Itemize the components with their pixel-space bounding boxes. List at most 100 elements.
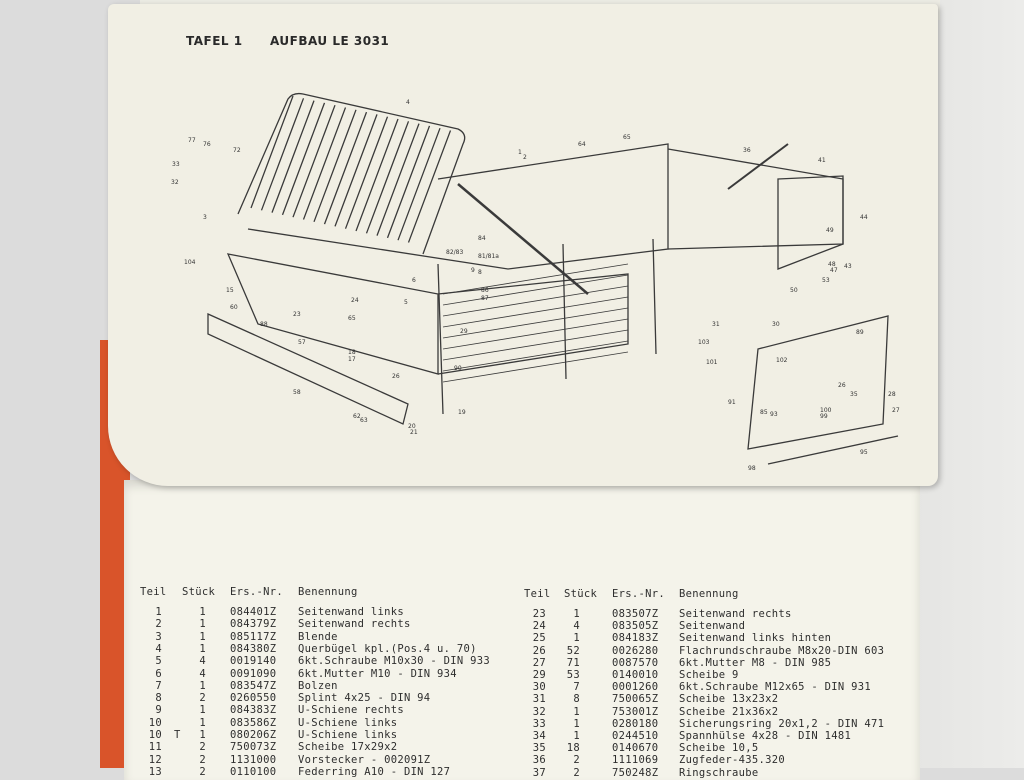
cell-teil: 11 <box>148 741 162 754</box>
rack-bar <box>344 116 389 229</box>
part-callout: 60 <box>230 304 238 311</box>
cell-teil: 23 <box>532 608 546 620</box>
cell-teil: 9 <box>155 704 162 717</box>
part-callout: 3 <box>203 214 207 221</box>
cell-stueck: 1 <box>199 704 206 717</box>
cell-stueck: 7 <box>573 681 580 694</box>
cell-benennung: Seitenwand rechts <box>298 618 411 631</box>
part-callout: 26 <box>392 373 400 380</box>
cell-ersatzteilnummer: 0140670 <box>612 742 659 755</box>
cell-ersatzteilnummer: 084379Z <box>230 618 277 631</box>
part-callout: 84 <box>478 235 486 242</box>
cell-ersatzteilnummer: 083547Z <box>230 679 277 692</box>
cell-ersatzteilnummer: 0026280 <box>612 644 659 657</box>
cell-stueck: 2 <box>573 754 580 767</box>
rod <box>767 435 899 465</box>
cell-teil: 2 <box>155 618 162 631</box>
part-callout: 86 <box>481 287 489 294</box>
cell-ersatzteilnummer: 0260550 <box>230 692 277 705</box>
side-wall-center <box>437 273 629 375</box>
cell-stueck: 2 <box>199 741 206 754</box>
wall-slat <box>442 329 629 361</box>
cell-stueck: 4 <box>199 655 206 668</box>
rack-bar <box>334 114 378 227</box>
part-callout: 2 <box>523 154 527 161</box>
cell-teil: 5 <box>155 655 162 668</box>
cell-variant-mark: T <box>174 729 181 741</box>
rack-bar <box>323 111 368 225</box>
wall-slat <box>442 263 629 295</box>
header-stueck: Stück <box>564 588 598 600</box>
part-callout: 48 <box>828 261 836 268</box>
cell-ersatzteilnummer: 083505Z <box>612 620 659 633</box>
front-rack-frame <box>237 92 466 255</box>
floor-board <box>207 312 409 425</box>
wall-slat <box>442 318 629 350</box>
exploded-assembly-drawing: 4126465364144777672333231041560575823882… <box>171 92 900 472</box>
cell-ersatzteilnummer: 0087570 <box>612 656 659 669</box>
rack-bar <box>260 98 305 211</box>
side-wall-left <box>226 253 439 375</box>
part-callout: 91 <box>728 399 736 406</box>
rack-bar <box>313 109 357 223</box>
part-callout: 57 <box>298 339 306 346</box>
rack-bar <box>355 118 399 232</box>
cell-teil: 8 <box>155 692 162 705</box>
part-callout: 28 <box>888 391 896 398</box>
cell-teil: 7 <box>155 679 162 692</box>
cell-teil: 34 <box>532 730 546 742</box>
header-teil: Teil <box>140 586 167 598</box>
part-callout: 58 <box>293 389 301 396</box>
rack-bar <box>386 125 431 239</box>
part-callout: 50 <box>790 287 798 294</box>
side-door-frame <box>747 315 889 450</box>
part-callout: 104 <box>184 259 196 266</box>
cell-ersatzteilnummer: 750065Z <box>612 693 659 706</box>
header-ersatzteilnummer: Ers.-Nr. <box>612 588 665 600</box>
header-benennung: Benennung <box>679 588 739 600</box>
cell-ersatzteilnummer: 0140010 <box>612 669 659 681</box>
bottom-page <box>124 480 920 780</box>
cell-teil: 10 <box>148 716 162 729</box>
part-callout: 88 <box>260 321 268 328</box>
cell-benennung: Scheibe 17x29x2 <box>298 741 398 754</box>
header-ersatzteilnummer: Ers.-Nr. <box>230 586 283 598</box>
cell-teil: 33 <box>532 717 546 730</box>
cell-teil: 27 <box>532 656 546 669</box>
part-callout: 30 <box>772 321 780 328</box>
cell-ersatzteilnummer: 0019140 <box>230 655 277 668</box>
part-callout: 41 <box>818 157 826 164</box>
cell-ersatzteilnummer: 750073Z <box>230 741 277 754</box>
cell-ersatzteilnummer: 0280180 <box>612 717 659 730</box>
cell-teil: 4 <box>155 642 162 655</box>
cell-ersatzteilnummer: 753001Z <box>612 705 659 718</box>
rack-bar <box>281 102 326 216</box>
cell-ersatzteilnummer: 084383Z <box>230 704 277 717</box>
cell-ersatzteilnummer: 080206Z <box>230 729 277 741</box>
rack-bar <box>250 95 294 209</box>
part-callout: 33 <box>172 161 180 168</box>
cell-stueck: 1 <box>199 618 206 631</box>
part-callout: 64 <box>578 141 586 148</box>
cell-benennung: Vorstecker - 002091Z <box>298 753 431 766</box>
cell-benennung: Scheibe 21x36x2 <box>679 705 779 718</box>
part-callout: 29 <box>460 328 468 335</box>
part-callout: 98 <box>748 465 756 472</box>
part-callout: 47 <box>830 267 838 274</box>
cell-teil: 25 <box>532 632 546 645</box>
cell-ersatzteilnummer: 0001260 <box>612 681 659 694</box>
part-callout: 17 <box>348 356 356 363</box>
part-callout: 23 <box>293 311 301 318</box>
cell-ersatzteilnummer: 0244510 <box>612 730 659 742</box>
part-callout: 19 <box>458 409 466 416</box>
cell-stueck: 4 <box>199 667 206 680</box>
cell-stueck: 2 <box>199 692 206 705</box>
rear-wall <box>667 148 844 250</box>
rear-gate <box>777 175 844 270</box>
cell-stueck: 2 <box>199 753 206 766</box>
plate-title: AUFBAU LE 3031 <box>270 34 390 48</box>
wall-slat <box>442 285 629 317</box>
cell-teil: 1 <box>155 606 162 618</box>
cell-benennung: Zugfeder-435.320 <box>679 754 785 767</box>
